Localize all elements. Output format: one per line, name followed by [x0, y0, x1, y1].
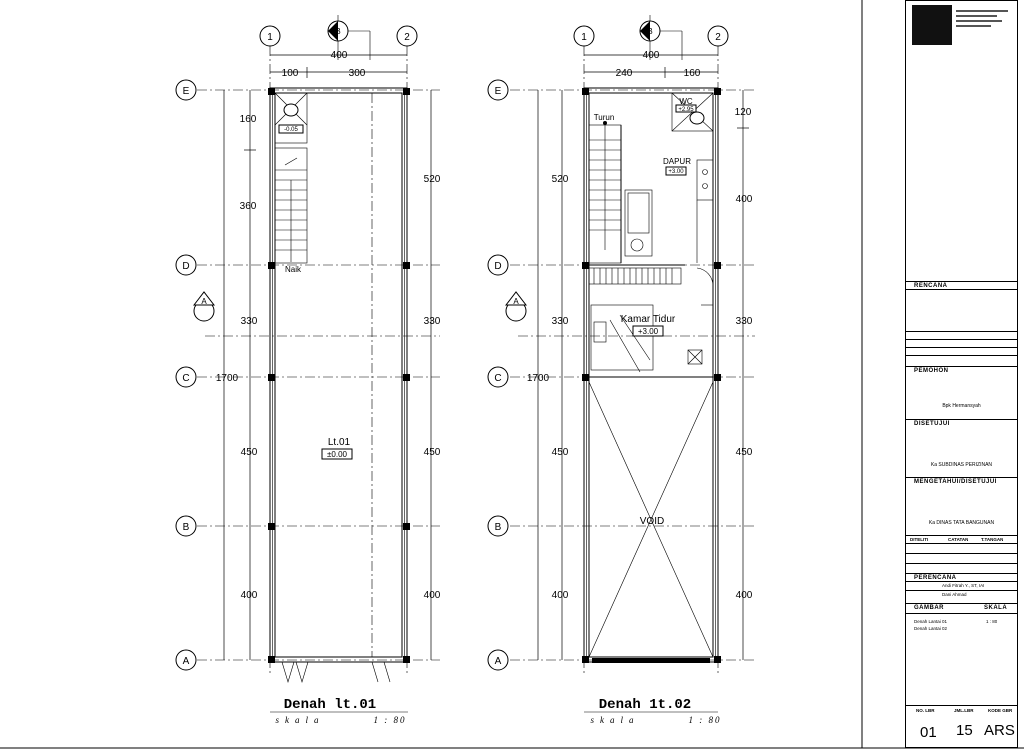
sheet-number: 01: [920, 724, 937, 741]
drawing-name-2: Denah Lantai 02: [914, 626, 948, 631]
bedroom-level-tag: +3.00: [638, 327, 659, 336]
left-dim-160: 160: [240, 114, 257, 125]
grid-label-1: 1: [267, 32, 273, 43]
row-label-c-lt02: C: [494, 373, 501, 384]
no-lbr-label: NO. LBR: [916, 708, 935, 713]
overall-width-dim: 400: [331, 50, 348, 61]
row-label-a-lt02: A: [495, 656, 502, 667]
plan-title-lt01: Denah lt.01: [284, 697, 376, 713]
wc-label: WC: [679, 97, 693, 106]
top-dim-160: 160: [684, 68, 701, 79]
left-dim-450-lt02: 450: [552, 447, 569, 458]
diteliti-label: DITELITI: [910, 537, 929, 542]
perencana-name-2: Dani Ahmad: [942, 592, 967, 597]
row-label-b: B: [183, 522, 190, 533]
left-dim-330: 330: [241, 316, 258, 327]
row-label-e: E: [183, 86, 190, 97]
section-a-label: A: [201, 297, 207, 306]
disetujui-name: Ka SUBDINAS PERIZINAN: [930, 462, 993, 468]
total-depth-dim: 1700: [216, 373, 239, 384]
top-dim-300: 300: [349, 68, 366, 79]
scale-word-lt02: skala: [591, 715, 640, 725]
stair-up-label: Naik: [285, 265, 302, 274]
plan-lt02: 1 2 B 400 240 160 E D C B A 520 330 450: [487, 15, 755, 725]
row-label-d-lt02: D: [494, 261, 501, 272]
right-dim-330-lt02: 330: [736, 316, 753, 327]
gambar-header: GAMBAR: [914, 605, 944, 611]
grid-bubble-1: [259, 25, 281, 47]
drawing-code: ARS: [984, 722, 1015, 739]
perencana-name-1: Andi Fitrah Y., ST, IAI: [942, 583, 985, 588]
row-label-c: C: [182, 373, 189, 384]
room-label-lt01: Lt.01: [328, 437, 351, 448]
left-dim-360: 360: [240, 201, 257, 212]
void-label: VOID: [640, 516, 664, 527]
row-label-a: A: [183, 656, 190, 667]
top-dim-240: 240: [616, 68, 633, 79]
right-dim-400-top: 400: [736, 194, 753, 205]
scale-word-lt01: skala: [276, 715, 325, 725]
rencana-header: RENCANA: [914, 283, 948, 289]
left-dim-330-lt02: 330: [552, 316, 569, 327]
grid-label-2-lt02: 2: [715, 32, 721, 43]
jml-lbr-label: JML.LBR: [954, 708, 974, 713]
section-b-label: B: [335, 27, 340, 36]
grid-bubble-2: [396, 25, 418, 47]
wc-level-tag: -0.05: [284, 127, 298, 133]
right-dim-450-lt02: 450: [736, 447, 753, 458]
stair-down-label: Turun: [594, 113, 615, 122]
left-dim-400-lt02: 400: [552, 590, 569, 601]
right-dim-450: 450: [424, 447, 441, 458]
disetujui-header: DISETUJUI: [914, 421, 950, 427]
row-label-e-lt02: E: [495, 86, 502, 97]
grid-label-1-lt02: 1: [581, 32, 587, 43]
row-label-b-lt02: B: [495, 522, 502, 533]
section-b-label-lt02: B: [647, 27, 652, 36]
right-dim-400: 400: [424, 590, 441, 601]
ttangan-label: T.TANGAN: [981, 537, 1004, 542]
sheet-total: 15: [956, 722, 973, 739]
kitchen-level-tag: +3.00: [668, 169, 684, 175]
pemohon-header: PEMOHON: [914, 368, 949, 374]
right-dim-520: 520: [424, 174, 441, 185]
left-dim-400: 400: [241, 590, 258, 601]
drawing-scale: 1 : 80: [986, 619, 998, 624]
skala-header: SKALA: [984, 605, 1008, 611]
total-depth-dim-lt02: 1700: [527, 373, 550, 384]
plan-title-lt02: Denah 1t.02: [599, 697, 691, 713]
right-dim-400-lt02: 400: [736, 590, 753, 601]
catatan-label: CATATAN: [948, 537, 969, 542]
scale-value-lt02: 1 : 80: [689, 715, 722, 725]
left-dim-520-lt02: 520: [552, 174, 569, 185]
top-dim-100: 100: [282, 68, 299, 79]
pemohon-name: Bpk Hermansyah: [942, 403, 981, 409]
kode-gbr-label: KODE GBR: [988, 708, 1013, 713]
logo-text-block: [956, 7, 1014, 43]
right-dim-120: 120: [735, 107, 752, 118]
drawing-name-1: Denah Lantai 01: [914, 619, 948, 624]
wc-level-tag-lt02: +2.95: [678, 107, 694, 113]
perencana-header: PERENCANA: [914, 575, 957, 581]
mengetahui-header: MENGETAHUI/DISETUJUI: [914, 479, 997, 485]
overall-width-dim-lt02: 400: [643, 50, 660, 61]
grid-label-2: 2: [404, 32, 410, 43]
kitchen-label: DAPUR: [663, 157, 691, 166]
level-tag-lt01: ±0.00: [327, 450, 348, 459]
scale-value-lt01: 1 : 80: [374, 715, 407, 725]
row-label-d: D: [182, 261, 189, 272]
section-a-label-lt02: A: [513, 297, 519, 306]
mengetahui-name: Ka DINAS TATA BANGUNAN: [928, 520, 995, 526]
left-dim-450: 450: [241, 447, 258, 458]
bedroom-label: Kamar Tidur: [621, 314, 676, 325]
company-logo: [912, 5, 952, 45]
right-dim-330: 330: [424, 316, 441, 327]
plan-lt01: 1 2 B 400 100 300 E D C B A: [175, 15, 441, 725]
title-block: RENCANA PEMOHON Bpk Hermansyah DISETUJUI…: [905, 0, 1018, 748]
